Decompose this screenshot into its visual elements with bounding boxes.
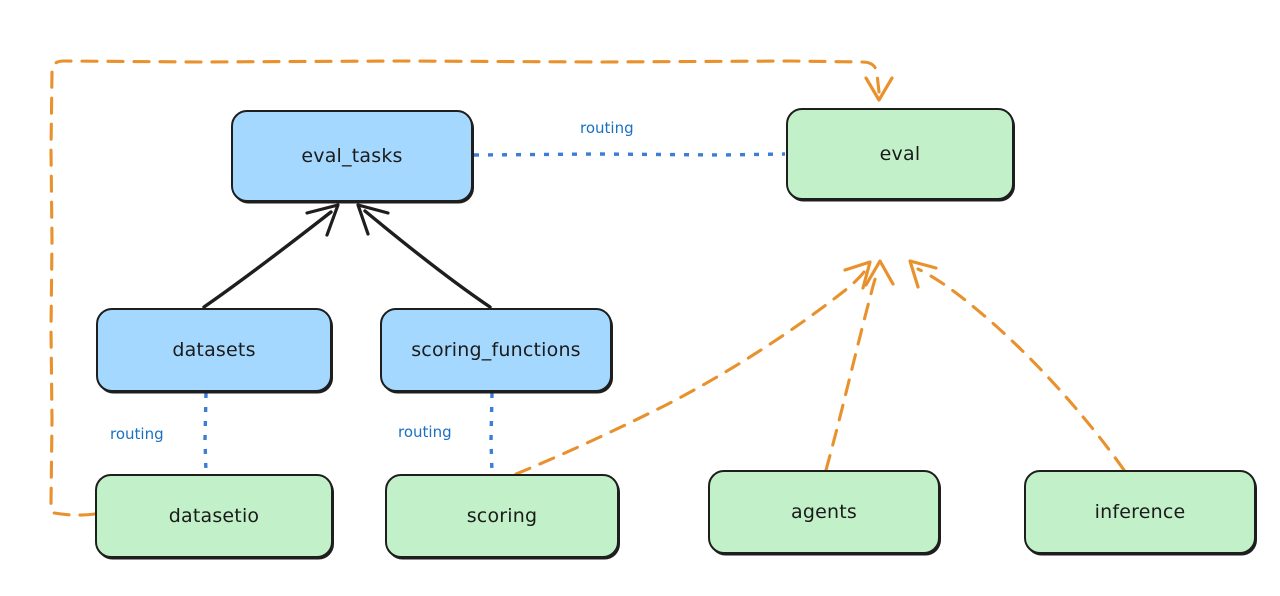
node-datasets[interactable]: datasets [96, 308, 332, 392]
node-scoring-functions[interactable]: scoring_functions [380, 308, 612, 392]
node-inference[interactable]: inference [1024, 470, 1256, 554]
node-label-agents: agents [791, 501, 857, 523]
node-scoring[interactable]: scoring [385, 474, 619, 558]
edge-scoringfn-scoring [489, 392, 494, 474]
node-agents[interactable]: agents [708, 470, 940, 554]
edge-label-routing-eval-tasks-eval: routing [580, 119, 634, 137]
edge-scoringfn-eval_tasks [356, 203, 492, 309]
node-label-inference: inference [1094, 501, 1186, 523]
node-datasetio[interactable]: datasetio [95, 474, 333, 558]
edge-datasets-eval_tasks [202, 203, 340, 309]
edge-datasets-datasetio [203, 392, 208, 474]
node-label-datasetio: datasetio [168, 505, 260, 527]
edge-scoring-eval [514, 260, 872, 476]
edge-label-routing-scoring-functions-scoring: routing [398, 423, 452, 441]
node-label-eval: eval [879, 143, 921, 165]
edge-agents-eval [824, 259, 895, 472]
edge-inference-eval [908, 259, 1126, 472]
node-label-scoring-functions: scoring_functions [411, 339, 581, 361]
edge-label-routing-datasets-datasetio: routing [110, 425, 164, 443]
node-eval[interactable]: eval [786, 108, 1014, 200]
node-eval-tasks[interactable]: eval_tasks [231, 110, 473, 202]
edge-eval_tasks-eval [473, 152, 786, 157]
edge-datasetio-eval [49, 59, 894, 517]
node-label-eval-tasks: eval_tasks [301, 145, 403, 167]
node-label-datasets: datasets [172, 339, 256, 361]
node-label-scoring: scoring [466, 505, 538, 527]
